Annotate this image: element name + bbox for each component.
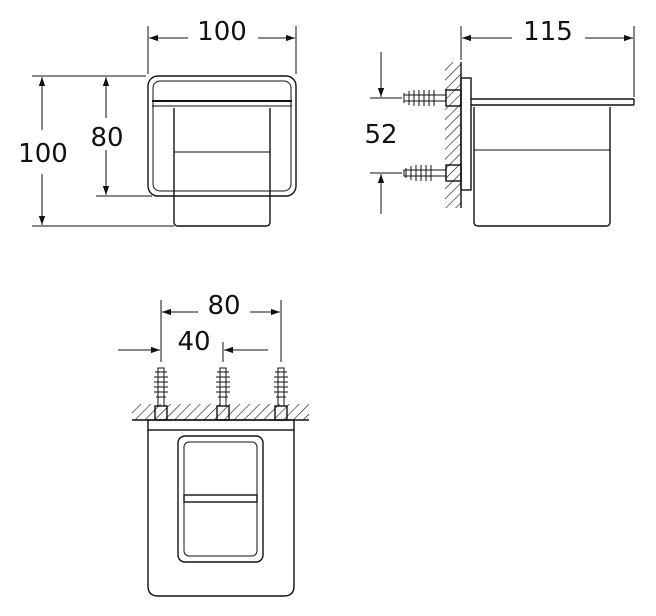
front-wall-plate — [147, 75, 297, 197]
screw-thread-icon — [405, 165, 432, 181]
side-view: 115 52 — [364, 17, 635, 227]
front-view: 100 100 80 — [18, 17, 297, 227]
screw-thread-icon — [274, 371, 288, 398]
bottom-view: 80 40 — [118, 291, 309, 597]
screw-nut — [445, 164, 462, 182]
front-width-label: 100 — [197, 17, 247, 47]
bottom-shelf-bar — [183, 494, 258, 503]
screw-shank — [403, 94, 447, 102]
bottom-cup-body — [147, 430, 295, 597]
front-height-outer-label: 100 — [18, 139, 68, 169]
side-depth-label: 115 — [523, 17, 573, 47]
side-wall-hatch — [445, 62, 461, 208]
bottom-spacing-outer-label: 80 — [207, 291, 240, 321]
screw-nut — [445, 89, 462, 107]
side-anchor-lower — [403, 164, 462, 182]
front-plate-inner-edge — [152, 80, 292, 192]
bottom-inner-window — [177, 435, 264, 563]
side-anchor-upper — [403, 89, 462, 107]
screw-thread-icon — [154, 371, 168, 398]
screw-shank — [403, 169, 447, 177]
side-spacing-label: 52 — [364, 120, 397, 150]
front-height-inner-label: 80 — [90, 123, 123, 153]
side-mount-plate — [460, 77, 472, 191]
front-cup-body — [173, 108, 271, 227]
bottom-spacing-inner-label: 40 — [177, 327, 210, 357]
screw-thread-icon — [403, 90, 435, 106]
side-cup-body — [473, 107, 611, 227]
bottom-wall-hatch — [132, 404, 309, 420]
screw-thread-icon — [216, 371, 230, 398]
bottom-inner-window-edge — [183, 441, 258, 557]
bottom-mount-plate — [147, 419, 295, 431]
bottom-anchor-middle — [216, 367, 230, 421]
